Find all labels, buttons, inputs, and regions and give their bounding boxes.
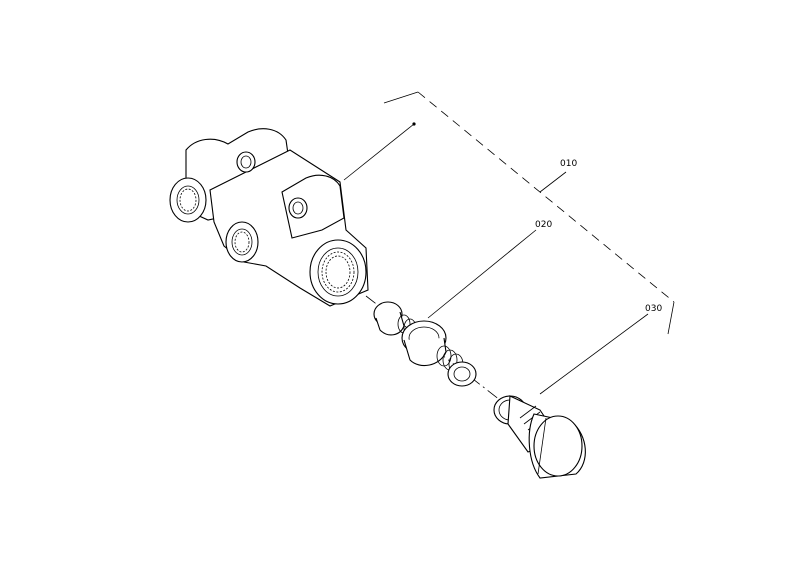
valve-insert bbox=[373, 301, 477, 387]
plug-cap bbox=[493, 395, 586, 479]
leader-010 bbox=[539, 171, 567, 193]
leader-lines bbox=[343, 122, 649, 395]
leader-020 bbox=[427, 229, 537, 319]
leader-030 bbox=[539, 313, 649, 395]
callout-030: 030 bbox=[645, 304, 662, 314]
valve-body bbox=[169, 128, 369, 307]
leader-dot bbox=[412, 122, 416, 126]
group-bracket bbox=[383, 91, 675, 335]
leader-010-body bbox=[343, 123, 415, 181]
callout-010: 010 bbox=[560, 159, 577, 169]
callout-020: 020 bbox=[535, 220, 552, 230]
